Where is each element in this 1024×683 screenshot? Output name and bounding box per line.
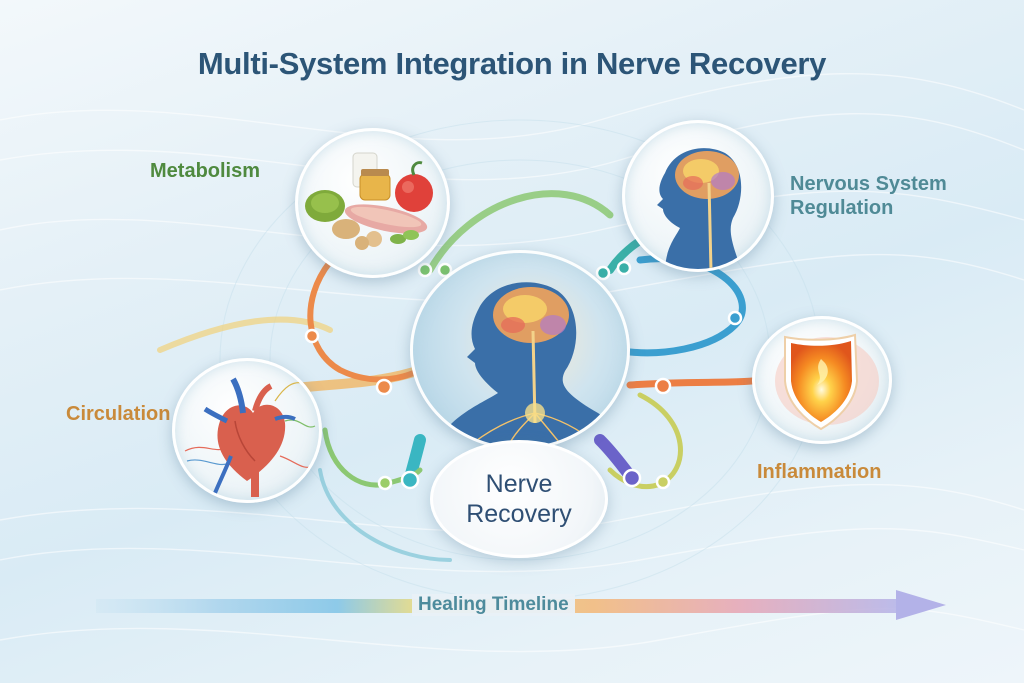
inflammation-label: Inflammation (757, 461, 882, 483)
page-title: Multi-System Integration in Nerve Recove… (197, 46, 827, 81)
nervous-system-label-line1: Nervous System (790, 173, 947, 195)
nervous-system-label-line2: Regulation (790, 197, 894, 219)
nerve-recovery-label-bubble: Nerve Recovery (430, 440, 608, 558)
human-head-brain-nerves-icon (435, 282, 621, 447)
nervous-system-node (622, 120, 774, 272)
circulation-node (172, 358, 322, 503)
circulation-label: Circulation (66, 403, 171, 425)
nerve-recovery-center-node (410, 250, 630, 450)
metabolism-label: Metabolism (150, 160, 261, 182)
healing-timeline-label: Healing Timeline (412, 594, 575, 616)
nerve-recovery-label-line2: Recovery (466, 500, 572, 528)
food-nutrition-icon (305, 152, 433, 250)
nervous-system-label: Nervous System Regulation (790, 172, 947, 220)
heart-icon (184, 377, 316, 497)
metabolism-node (295, 128, 450, 278)
inflammation-node (752, 316, 892, 444)
head-brain-icon (657, 148, 742, 269)
flame-shield-icon (775, 333, 879, 431)
nerve-recovery-label-line1: Nerve (485, 470, 553, 498)
